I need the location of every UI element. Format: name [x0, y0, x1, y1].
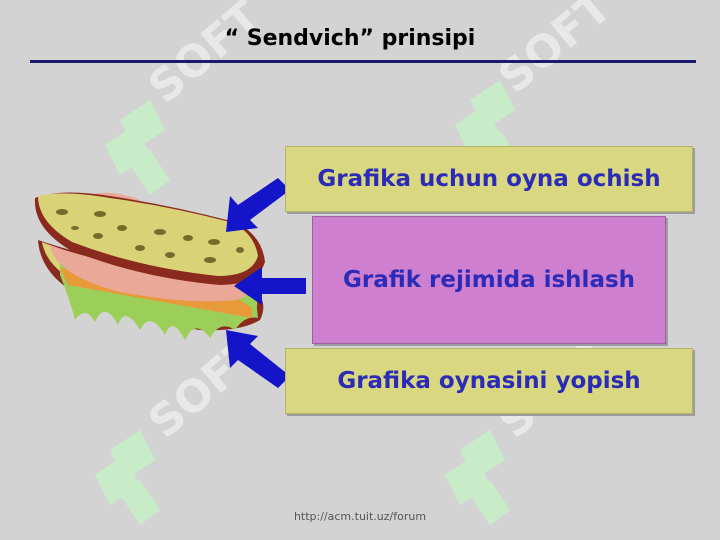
footer-url[interactable]: http://acm.tuit.uz/forum	[293, 510, 427, 523]
step-box-work-in-graphics-mode: Grafik rejimida ishlash	[312, 216, 666, 344]
step-box-close-graphics-window: Grafika oynasini yopish	[285, 348, 693, 414]
title-underline	[30, 60, 696, 63]
slide-title: “ Sendvich” prinsipi	[224, 26, 476, 51]
step-box-open-graphics-window: Grafika uchun oyna ochish	[285, 146, 693, 212]
arrow-middle	[234, 267, 306, 305]
arrow-top	[226, 178, 290, 232]
arrow-bottom	[226, 330, 290, 388]
